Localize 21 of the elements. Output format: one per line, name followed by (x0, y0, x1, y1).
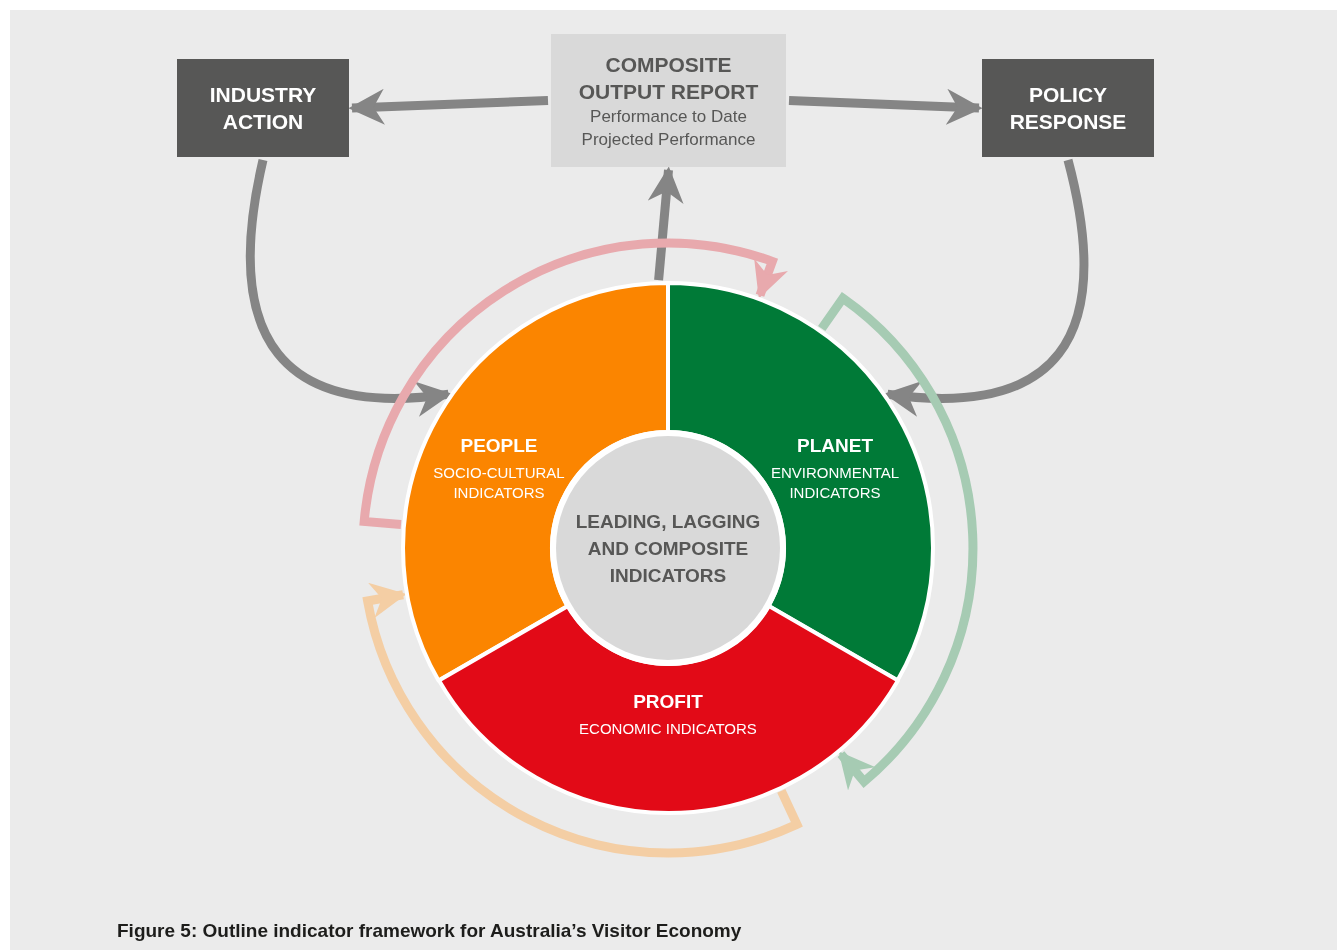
arrow (348, 88, 549, 125)
segment-subtitle: SOCIO-CULTURAL INDICATORS (432, 463, 566, 503)
report-box (551, 34, 786, 167)
figure-caption: Figure 5: Outline indicator framework for Australia’s Visitor Economy (117, 920, 742, 942)
box-title: POLICY RESPONSE (1008, 82, 1128, 135)
box-subtitle: Projected Performance (580, 128, 757, 151)
box-title: LEADING, LAGGING AND COMPOSITE INDICATORS (574, 509, 762, 588)
segment-subtitle: ECONOMIC INDICATORS (578, 719, 758, 739)
arrow (883, 159, 1089, 416)
segment-title: PEOPLE (459, 434, 539, 458)
arrow (647, 166, 684, 281)
action-box (177, 59, 349, 157)
arrow (246, 159, 453, 416)
action-box (982, 59, 1154, 157)
segment-title: PROFIT (632, 690, 704, 714)
box-title: INDUSTRY ACTION (208, 82, 318, 135)
box-title: COMPOSITE OUTPUT REPORT (577, 51, 760, 105)
box-subtitle: Performance to Date (589, 105, 748, 128)
segment-title: PLANET (796, 434, 874, 458)
arrow (788, 88, 983, 125)
segment-subtitle: ENVIRONMENTAL INDICATORS (769, 463, 901, 503)
